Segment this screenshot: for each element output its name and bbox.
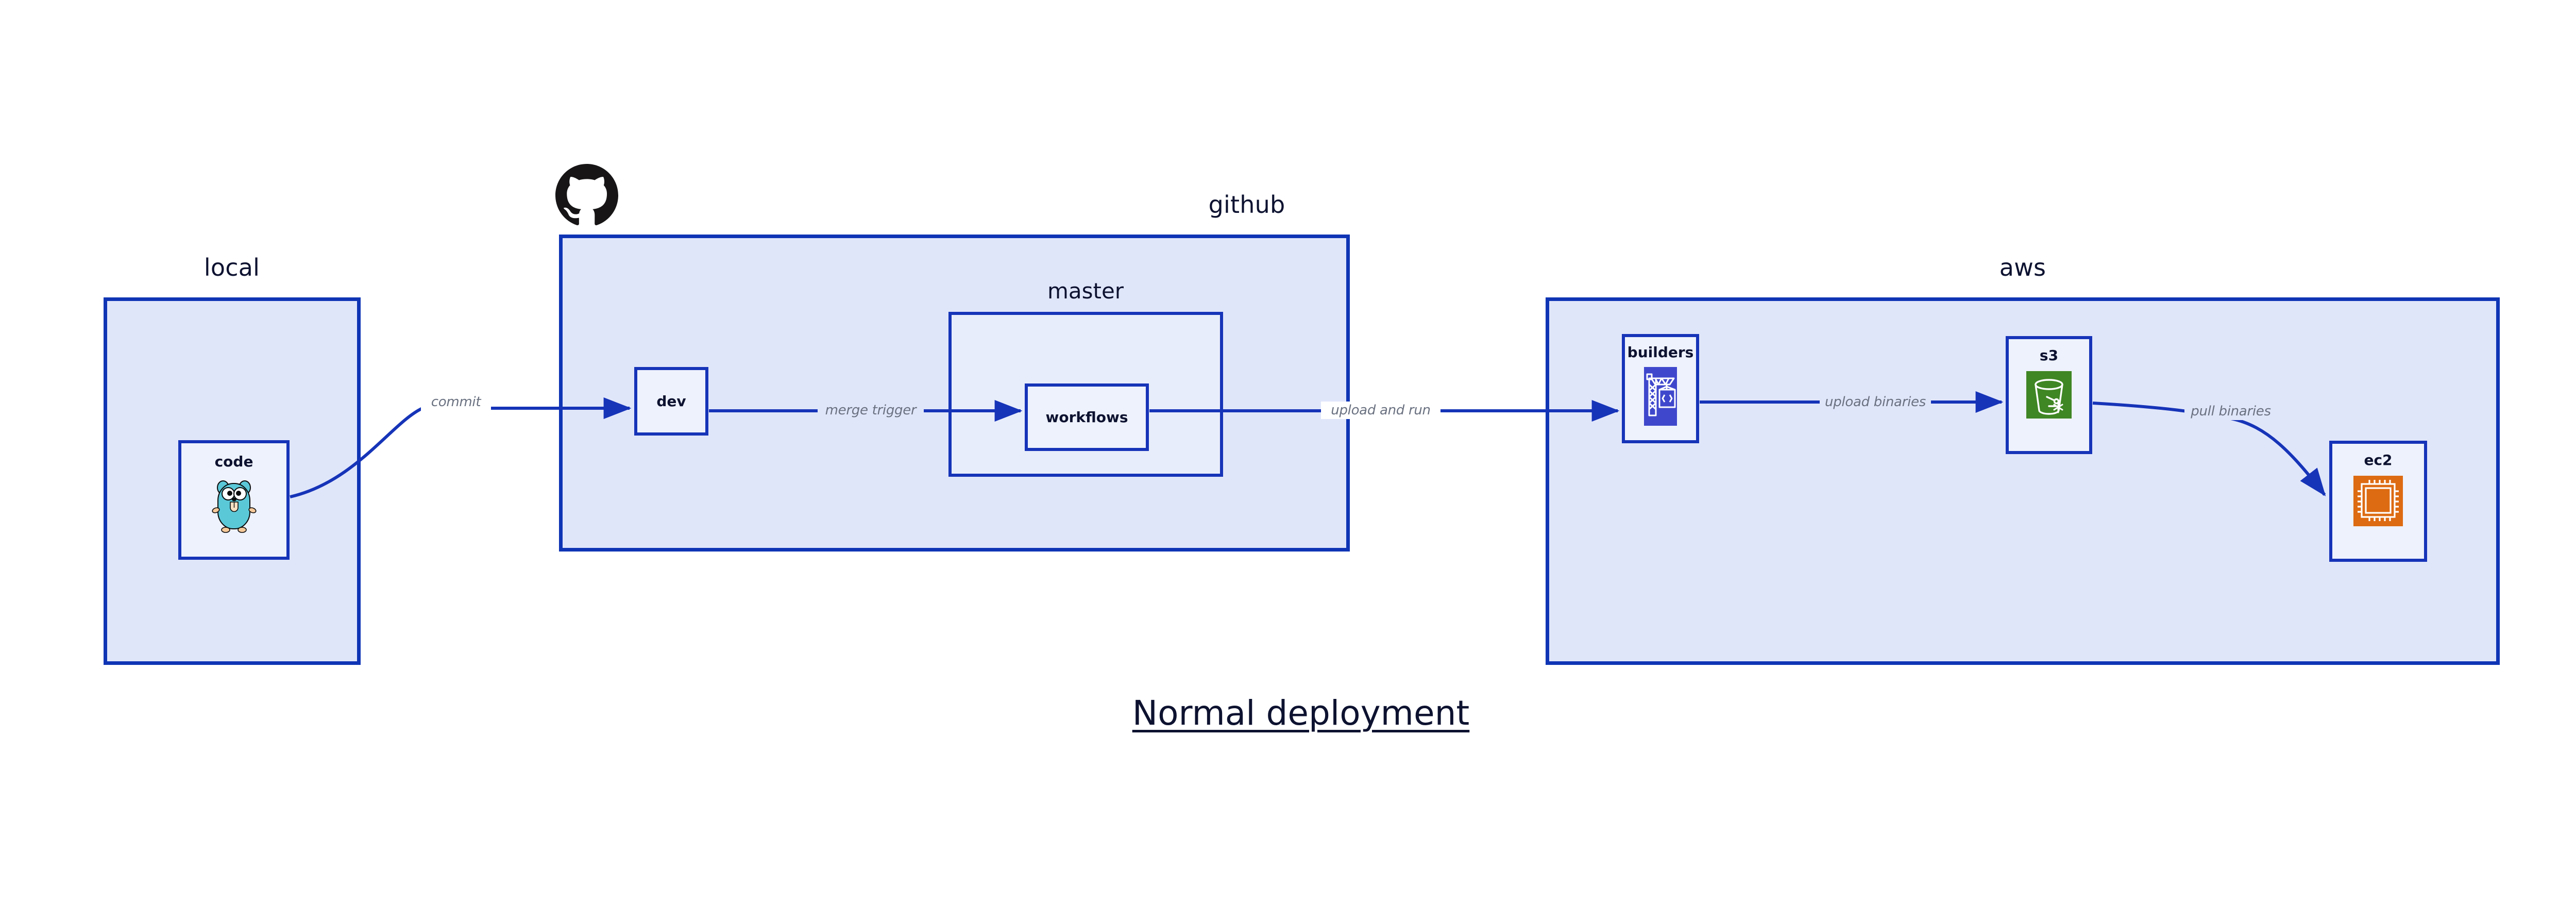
edge-label-bg-commit xyxy=(421,393,491,411)
node-label-s3: s3 xyxy=(2039,347,2059,364)
node-box-ec2[interactable]: ec2 xyxy=(2329,441,2427,562)
node-box-builders[interactable]: builders xyxy=(1622,334,1699,443)
github-octocat-icon xyxy=(555,164,618,229)
edge-label-pull-binaries: pull binaries xyxy=(2191,404,2271,419)
edge-label-bg-pull-binaries xyxy=(2184,403,2277,420)
node-label-builders: builders xyxy=(1627,344,1694,361)
edge-label-merge-trigger: merge trigger xyxy=(825,403,917,418)
node-label-ec2: ec2 xyxy=(2364,452,2393,469)
edge-label-upload-binaries: upload binaries xyxy=(1825,394,1926,410)
node-box-code[interactable]: code xyxy=(178,440,290,560)
edge-label-bg-upload-and-run xyxy=(1321,402,1440,419)
go-gopher-icon xyxy=(209,476,259,538)
node-box-s3[interactable]: s3 xyxy=(2006,336,2092,454)
edge-label-commit: commit xyxy=(431,394,481,410)
node-label-dev: dev xyxy=(656,392,686,410)
group-label-github: github xyxy=(1208,191,1285,219)
group-label-local: local xyxy=(204,254,260,281)
page-title: Normal deployment xyxy=(1132,693,1470,733)
node-label-workflows: workflows xyxy=(1045,408,1128,426)
subgroup-label-master: master xyxy=(1047,278,1124,304)
edge-label-upload-and-run: upload and run xyxy=(1331,403,1431,418)
node-box-workflows[interactable]: workflows xyxy=(1025,383,1149,451)
group-label-aws: aws xyxy=(1999,254,2046,281)
node-box-dev[interactable]: dev xyxy=(634,367,708,436)
aws-s3-bucket-icon xyxy=(2026,371,2072,421)
edge-label-bg-upload-binaries xyxy=(1820,393,1931,411)
aws-codebuild-crane-icon xyxy=(1644,367,1677,428)
aws-ec2-chip-icon xyxy=(2353,476,2403,528)
edge-label-bg-merge-trigger xyxy=(818,402,924,419)
node-label-code: code xyxy=(214,453,253,470)
